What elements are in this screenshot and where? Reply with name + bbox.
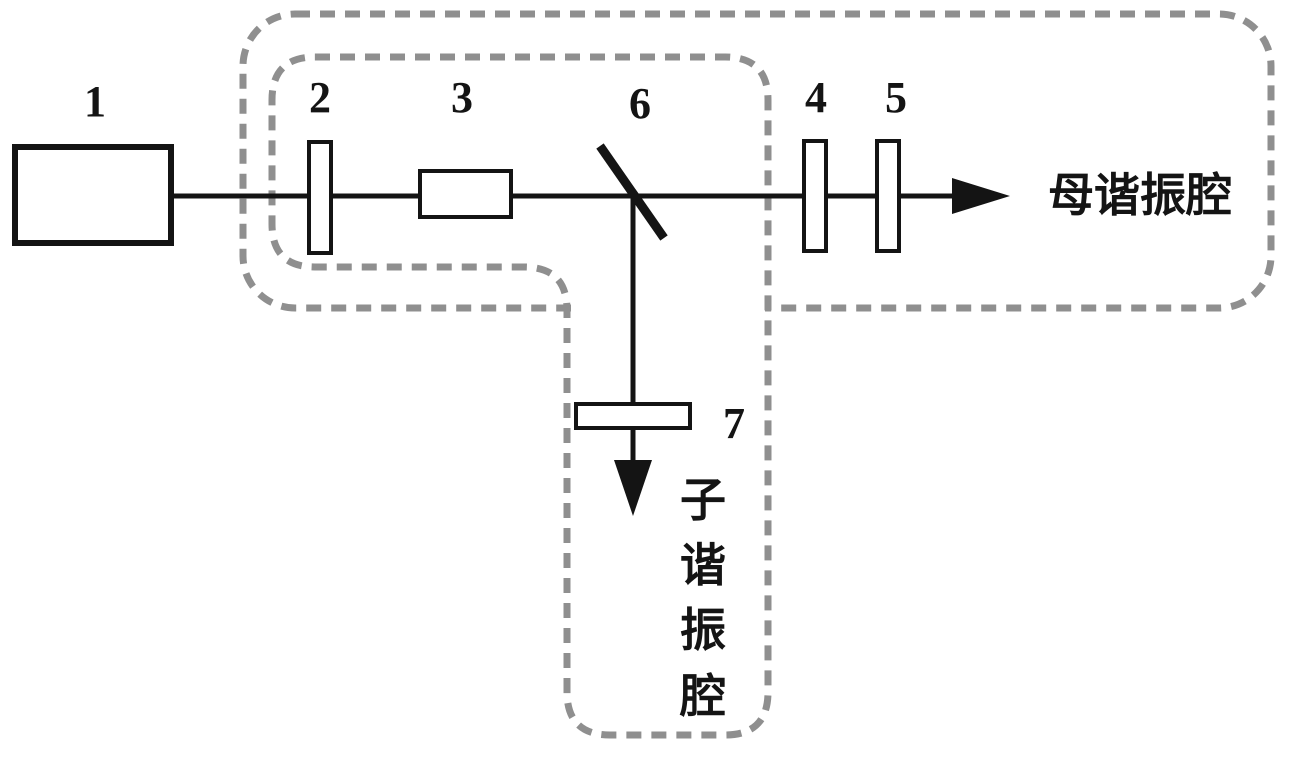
component-3-box	[418, 169, 513, 219]
child-cavity-boundary	[268, 53, 772, 739]
label-component-6: 6	[629, 79, 651, 128]
label-child-cavity-char-3: 振	[680, 605, 726, 656]
label-component-3: 3	[451, 73, 473, 122]
component-1-box	[12, 144, 174, 246]
label-component-5: 5	[885, 73, 907, 122]
label-child-cavity-char-4: 腔	[679, 671, 726, 722]
label-component-4: 4	[805, 73, 827, 122]
down-arrowhead	[614, 460, 652, 516]
component-5-plate	[875, 139, 901, 253]
label-mother-cavity: 母谐振腔	[1048, 170, 1232, 221]
component-4-plate	[802, 139, 828, 253]
label-child-cavity: 子 谐 振 腔	[679, 475, 726, 722]
component-2-plate	[307, 140, 333, 255]
component-7-plate	[574, 402, 692, 430]
beam-splitter-6	[596, 143, 668, 241]
label-child-cavity-char-1: 子	[680, 475, 726, 526]
label-child-cavity-char-2: 谐	[680, 540, 726, 591]
label-component-7: 7	[723, 399, 745, 448]
label-component-1: 1	[84, 77, 106, 126]
right-arrowhead	[952, 178, 1010, 214]
boundary-overlap-mask	[571, 294, 765, 322]
label-component-2: 2	[309, 73, 331, 122]
